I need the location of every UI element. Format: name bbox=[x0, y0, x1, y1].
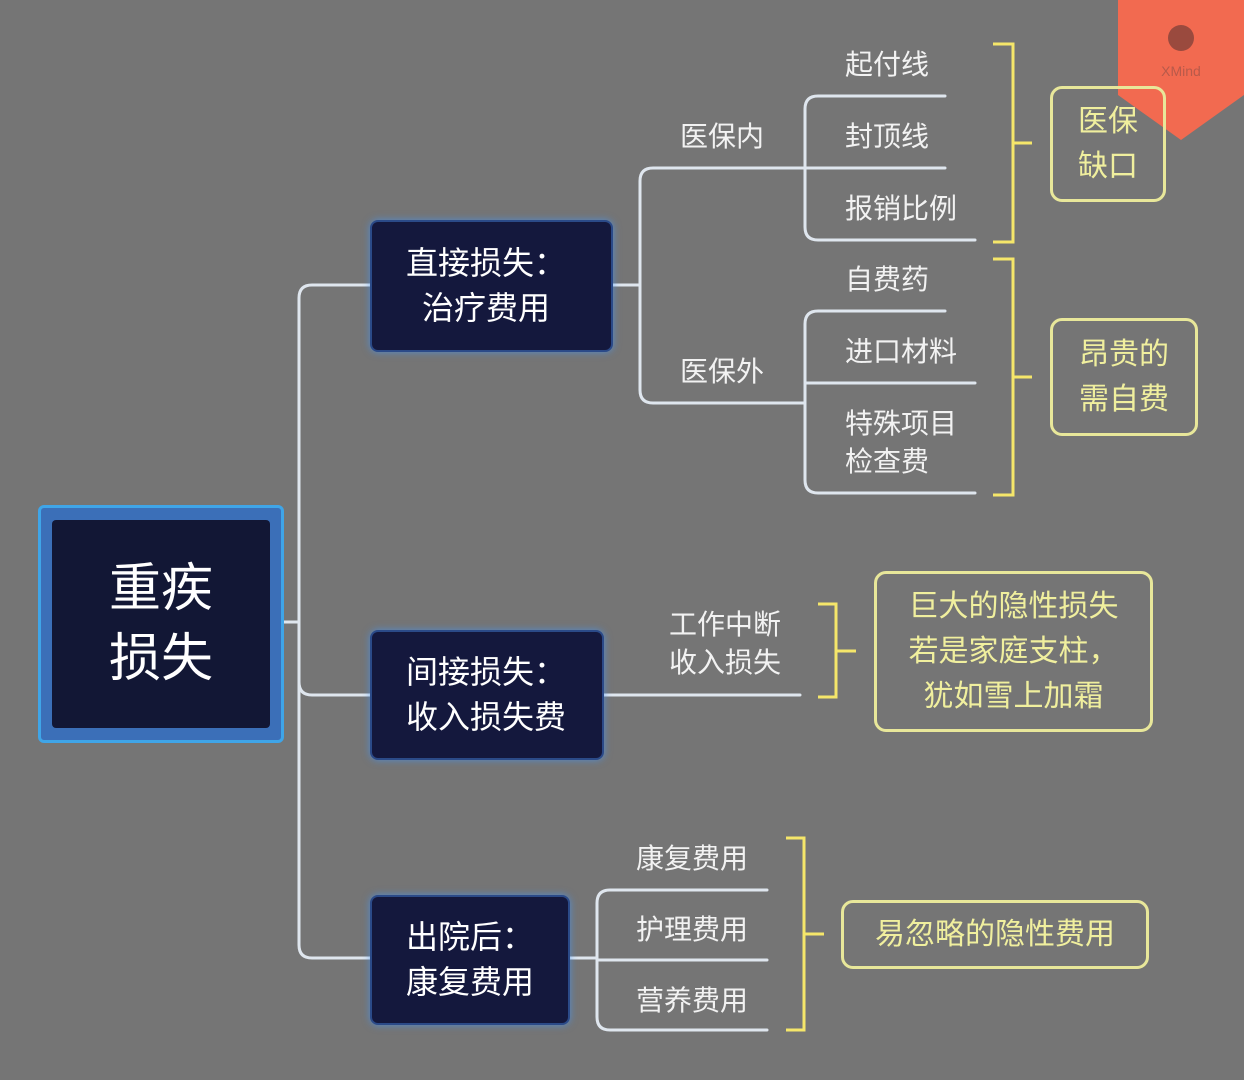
branch-direct-loss-line-1: 直接损失： bbox=[406, 244, 567, 283]
item-special-exam-fee[interactable]: 特殊项目 检查费 bbox=[845, 405, 957, 481]
branch-after-discharge-line-1: 出院后： bbox=[406, 918, 535, 957]
branch-direct-loss[interactable]: 直接损失： 治疗费用 bbox=[370, 220, 613, 352]
item-nutrition-fee[interactable]: 营养费用 bbox=[636, 984, 749, 1017]
root-line-2: 损失 bbox=[108, 629, 213, 689]
branch-after-discharge[interactable]: 出院后： 康复费用 bbox=[370, 895, 570, 1025]
root-node[interactable]: 重疾 损失 bbox=[52, 520, 270, 728]
watermark-brand: XMind bbox=[1161, 63, 1201, 79]
xmind-watermark-badge: XMind bbox=[1118, 0, 1244, 140]
item-imported-materials[interactable]: 进口材料 bbox=[845, 335, 958, 368]
summary-insurance-gap-line-1: 医保 bbox=[1078, 104, 1138, 139]
summary-hidden-loss[interactable]: 巨大的隐性损失 若是家庭支柱， 犹如雪上加霜 bbox=[874, 571, 1153, 732]
connector-group2-items bbox=[803, 309, 977, 495]
item-deductible-line[interactable]: 起付线 bbox=[845, 48, 930, 81]
branch-indirect-loss-line-1: 间接损失： bbox=[406, 653, 567, 692]
summary-hidden-loss-line-2: 若是家庭支柱， bbox=[908, 634, 1119, 669]
summary-bracket-3 bbox=[818, 602, 856, 699]
summary-expensive-self-pay-line-1: 昂贵的 bbox=[1079, 337, 1169, 372]
summary-hidden-fees-text: 易忽略的隐性费用 bbox=[875, 917, 1115, 952]
item-income-loss-line-2: 收入损失 bbox=[669, 645, 782, 679]
item-special-exam-fee-line-1: 特殊项目 bbox=[845, 407, 958, 440]
summary-expensive-self-pay-line-2: 需自费 bbox=[1079, 382, 1169, 417]
summary-bracket-4 bbox=[786, 836, 824, 1032]
item-income-loss[interactable]: 工作中断 收入损失 bbox=[669, 606, 781, 682]
summary-insurance-gap[interactable]: 医保 缺口 bbox=[1050, 86, 1166, 202]
item-reimbursement-ratio[interactable]: 报销比例 bbox=[845, 192, 958, 225]
branch-indirect-loss-line-2: 收入损失费 bbox=[406, 698, 567, 736]
connector-branch1-groups bbox=[638, 166, 807, 405]
xmind-logo-icon bbox=[1168, 25, 1194, 51]
item-cap-line[interactable]: 封顶线 bbox=[845, 120, 930, 153]
summary-bracket-1 bbox=[993, 42, 1032, 244]
branch-direct-loss-line-2: 治疗费用 bbox=[422, 289, 551, 327]
connector-root-branch1 bbox=[297, 283, 372, 960]
summary-hidden-fees[interactable]: 易忽略的隐性费用 bbox=[841, 900, 1149, 969]
item-special-exam-fee-line-2: 检查费 bbox=[845, 444, 930, 478]
summary-hidden-loss-line-3: 犹如雪上加霜 bbox=[923, 679, 1104, 714]
item-income-loss-line-1: 工作中断 bbox=[669, 608, 782, 641]
item-nursing-fee[interactable]: 护理费用 bbox=[636, 913, 749, 946]
branch-indirect-loss[interactable]: 间接损失： 收入损失费 bbox=[370, 630, 604, 760]
item-self-paid-drugs[interactable]: 自费药 bbox=[845, 263, 930, 296]
group-label-in-insurance[interactable]: 医保内 bbox=[680, 120, 765, 153]
branch-after-discharge-line-2: 康复费用 bbox=[406, 963, 535, 1001]
summary-insurance-gap-line-2: 缺口 bbox=[1078, 149, 1138, 184]
summary-expensive-self-pay[interactable]: 昂贵的 需自费 bbox=[1050, 318, 1198, 436]
summary-bracket-2 bbox=[993, 257, 1032, 497]
root-line-1: 重疾 bbox=[108, 558, 213, 619]
group-label-out-insurance[interactable]: 医保外 bbox=[680, 355, 765, 388]
connector-root-branch2 bbox=[297, 680, 372, 697]
item-rehab-fee[interactable]: 康复费用 bbox=[636, 842, 749, 875]
summary-hidden-loss-line-1: 巨大的隐性损失 bbox=[908, 589, 1119, 624]
